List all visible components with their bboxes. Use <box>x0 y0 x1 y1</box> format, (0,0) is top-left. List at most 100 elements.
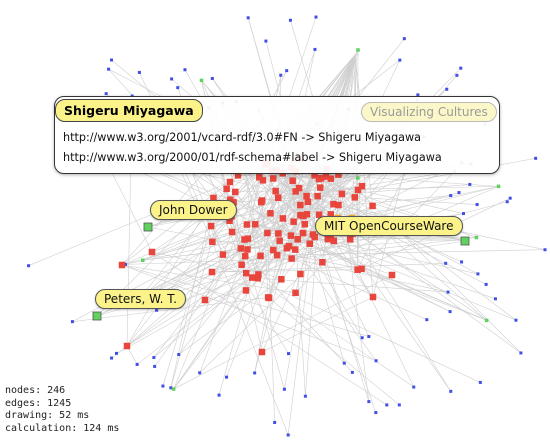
graph-node[interactable] <box>327 211 335 218</box>
graph-node[interactable] <box>253 371 257 375</box>
graph-node[interactable] <box>177 353 181 357</box>
graph-node[interactable] <box>264 39 268 43</box>
graph-node[interactable] <box>264 229 271 237</box>
graph-node[interactable] <box>226 217 233 225</box>
graph-node[interactable] <box>493 297 497 301</box>
graph-node[interactable] <box>267 210 274 217</box>
graph-node[interactable] <box>259 177 267 184</box>
graph-node[interactable] <box>243 269 250 277</box>
graph-node[interactable] <box>275 230 282 237</box>
graph-node[interactable] <box>303 192 310 200</box>
graph-node[interactable] <box>330 200 337 208</box>
graph-node[interactable] <box>153 364 157 368</box>
graph-node[interactable] <box>476 272 480 276</box>
graph-node[interactable] <box>282 387 286 391</box>
graph-node[interactable] <box>110 356 114 360</box>
graph-node[interactable] <box>219 251 227 258</box>
graph-node[interactable] <box>300 212 307 220</box>
graph-node[interactable] <box>241 236 248 243</box>
node-label-peters[interactable]: Peters, W. T. <box>95 289 186 309</box>
graph-node[interactable] <box>288 255 295 262</box>
graph-node[interactable] <box>270 175 277 182</box>
graph-node[interactable] <box>311 172 318 179</box>
graph-node[interactable] <box>514 318 518 322</box>
graph-node[interactable] <box>287 232 295 239</box>
graph-node[interactable] <box>484 282 488 286</box>
graph-node[interactable] <box>238 261 245 269</box>
graph-node[interactable] <box>254 274 262 282</box>
graph-node[interactable] <box>288 18 292 22</box>
graph-node[interactable] <box>444 261 448 265</box>
graph-node[interactable] <box>225 375 229 379</box>
graph-node[interactable] <box>115 351 119 355</box>
graph-node[interactable] <box>475 203 479 207</box>
graph-node[interactable] <box>358 182 366 190</box>
graph-node[interactable] <box>294 236 301 243</box>
graph-node[interactable] <box>210 194 217 202</box>
graph-node[interactable] <box>295 184 303 192</box>
graph-node[interactable] <box>272 187 279 195</box>
graph-node[interactable] <box>270 246 277 254</box>
graph-node[interactable] <box>289 177 296 184</box>
graph-node[interactable] <box>351 194 358 201</box>
graph-node[interactable] <box>155 308 159 312</box>
graph-node[interactable] <box>183 68 187 72</box>
graph-node[interactable] <box>292 246 299 253</box>
graph-node[interactable] <box>484 318 489 323</box>
graph-node[interactable] <box>350 370 354 374</box>
graph-node[interactable] <box>402 37 406 41</box>
graph-node[interactable] <box>251 221 259 228</box>
graph-node[interactable] <box>301 220 308 228</box>
graph-node[interactable] <box>249 274 256 281</box>
graph-node[interactable] <box>358 265 365 273</box>
node-label-mit-opencourseware[interactable]: MIT OpenCourseWare <box>315 216 463 236</box>
graph-node[interactable] <box>226 196 234 203</box>
graph-node[interactable] <box>457 191 461 195</box>
graph-node[interactable] <box>319 258 326 266</box>
graph-node[interactable] <box>505 200 509 204</box>
graph-node[interactable] <box>273 420 277 424</box>
graph-node[interactable] <box>278 276 285 283</box>
graph-node[interactable] <box>141 258 145 262</box>
graph-node[interactable] <box>292 289 299 297</box>
graph-node[interactable] <box>246 16 250 20</box>
graph-node[interactable] <box>367 400 371 404</box>
graph-node[interactable] <box>297 201 304 209</box>
graph-node[interactable] <box>232 188 239 196</box>
graph-node[interactable] <box>258 197 266 204</box>
graph-node[interactable] <box>397 403 401 407</box>
graph-node[interactable] <box>449 194 453 198</box>
graph-node[interactable] <box>244 235 252 242</box>
graph-node[interactable] <box>354 186 362 194</box>
graph-node[interactable] <box>385 403 389 407</box>
graph-node[interactable] <box>445 87 449 91</box>
graph-node[interactable] <box>478 380 482 384</box>
graph-node[interactable] <box>338 190 346 198</box>
graph-node[interactable] <box>152 356 156 360</box>
graph-node[interactable] <box>199 78 204 83</box>
graph-node[interactable] <box>449 389 453 393</box>
graph-node[interactable] <box>210 76 214 80</box>
graph-node[interactable] <box>388 271 396 279</box>
graph-node[interactable] <box>446 290 450 294</box>
graph-node[interactable] <box>347 236 354 243</box>
graph-node[interactable] <box>416 93 420 97</box>
graph-node[interactable] <box>107 67 111 71</box>
graph-node[interactable] <box>468 182 472 186</box>
graph-node[interactable] <box>309 231 317 238</box>
graph-node[interactable] <box>425 318 429 322</box>
graph-node[interactable] <box>303 394 307 398</box>
graph-node[interactable] <box>207 222 215 230</box>
graph-node[interactable] <box>198 371 202 375</box>
graph-node[interactable] <box>27 264 31 268</box>
graph-node[interactable] <box>508 196 512 200</box>
graph-node[interactable] <box>292 188 299 195</box>
graph-node[interactable] <box>285 69 289 73</box>
graph-node[interactable] <box>279 73 283 77</box>
graph-node[interactable] <box>519 351 523 355</box>
selected-node[interactable] <box>460 236 470 246</box>
graph-node[interactable] <box>135 362 139 366</box>
graph-node[interactable] <box>285 242 293 250</box>
graph-node[interactable] <box>374 359 378 363</box>
